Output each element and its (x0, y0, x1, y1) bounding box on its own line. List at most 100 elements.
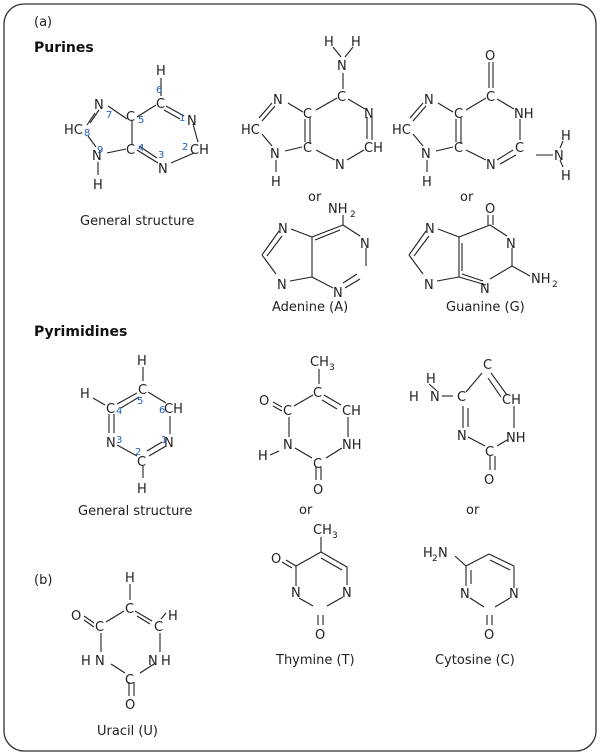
atom: O (125, 698, 135, 713)
atom: C (303, 141, 312, 156)
caption-thymine: Thymine (T) (275, 653, 355, 668)
atom: N (360, 237, 370, 252)
ring-number: 5 (138, 115, 144, 126)
atom: CH (502, 393, 521, 408)
ring-number: 6 (156, 85, 162, 96)
atom: C (283, 404, 292, 419)
atom: C (125, 673, 134, 688)
atom: N (457, 429, 467, 444)
atom: HC (392, 123, 411, 138)
subscript: 2 (552, 280, 558, 290)
atom: NH (514, 107, 534, 122)
ring-number: 4 (116, 406, 122, 417)
thymine-expanded: CH 3 C CH NH C O N H C O (258, 355, 362, 498)
caption-cytosine: Cytosine (C) (435, 653, 515, 668)
atom: O (271, 552, 281, 567)
atom: C (515, 141, 524, 156)
ring-number: 6 (159, 405, 165, 416)
atom: N (506, 237, 516, 252)
ring-number: 8 (84, 128, 90, 139)
or-guanine: or (460, 190, 474, 205)
atom: C (483, 358, 492, 373)
atom: N (364, 107, 374, 122)
atom: N (148, 654, 158, 669)
atom: N (95, 654, 105, 669)
atom: CH (310, 355, 329, 370)
figure-frame (3, 3, 597, 752)
atom: N (270, 147, 280, 162)
or-thymine: or (299, 503, 313, 518)
atom: H (423, 546, 433, 561)
part-a-label: (a) (34, 15, 52, 30)
uracil-expanded: H C C H N H C O H N C O (71, 571, 178, 713)
or-adenine: or (308, 190, 322, 205)
atom: H (409, 390, 419, 405)
atom: NH (342, 438, 362, 453)
atom: N (291, 586, 301, 601)
subscript: 3 (332, 531, 338, 541)
atom: O (484, 473, 494, 488)
atom: CH (164, 402, 183, 417)
atom: CH (364, 141, 383, 156)
atom: O (71, 609, 81, 624)
atom: C (313, 386, 322, 401)
atom: N (333, 286, 343, 301)
ring-number: 2 (182, 142, 188, 153)
guanine-expanded: O C NH C N H H N C C N HC N H (392, 49, 571, 190)
ring-number: 7 (106, 110, 112, 121)
atom: H (137, 354, 147, 369)
atom: C (486, 90, 495, 105)
ring-number: 3 (158, 150, 164, 161)
atom: N (164, 436, 174, 451)
atom: N (94, 98, 104, 113)
atom: H (351, 35, 361, 50)
purine-general-structure: H C N CH N C C N HC N H 1 2 3 4 5 6 7 8 … (64, 64, 209, 193)
cytosine-expanded: H H N C C CH NH C O N (409, 358, 526, 488)
ring-number: 5 (137, 396, 143, 407)
atom: N (283, 438, 293, 453)
atom: C (337, 90, 346, 105)
atom: C (454, 107, 463, 122)
adenine-skeletal: NH 2 N N N N (261, 202, 370, 301)
atom: N (424, 278, 434, 293)
caption-pyrimidine-general: General structure (78, 504, 192, 519)
subscript: 3 (329, 363, 335, 373)
caption-adenine: Adenine (A) (272, 300, 348, 315)
caption-guanine: Guanine (G) (446, 300, 525, 315)
atom: N (424, 93, 434, 108)
atom: O (485, 202, 495, 217)
atom: H (324, 35, 334, 50)
or-cytosine: or (466, 503, 480, 518)
atom: NH (531, 272, 551, 287)
caption-purine-general: General structure (80, 214, 194, 229)
atom: N (337, 59, 347, 74)
atom: H (271, 175, 281, 190)
atom: C (138, 383, 147, 398)
atom: N (425, 222, 435, 237)
atom: N (106, 436, 116, 451)
atom: N (273, 93, 283, 108)
ring-number: 9 (97, 145, 103, 156)
atom: O (313, 483, 323, 498)
atom: C (156, 97, 165, 112)
atom: H (426, 372, 436, 387)
atom: C (303, 107, 312, 122)
atom: CH (313, 523, 332, 538)
atom: C (106, 402, 115, 417)
atom: O (484, 628, 494, 643)
atom: H (161, 654, 171, 669)
atom: H (422, 175, 432, 190)
atom: H (168, 609, 178, 624)
atom: H (561, 169, 571, 184)
purines-header: Purines (34, 40, 94, 56)
atom: H (81, 654, 91, 669)
atom: N (278, 222, 288, 237)
atom: O (485, 49, 495, 64)
atom: N (554, 149, 564, 164)
atom: N (277, 278, 287, 293)
subscript: 2 (350, 210, 356, 220)
atom: H (137, 482, 147, 497)
subscript: 2 (432, 554, 438, 564)
atom: C (485, 445, 494, 460)
atom: C (95, 620, 104, 635)
